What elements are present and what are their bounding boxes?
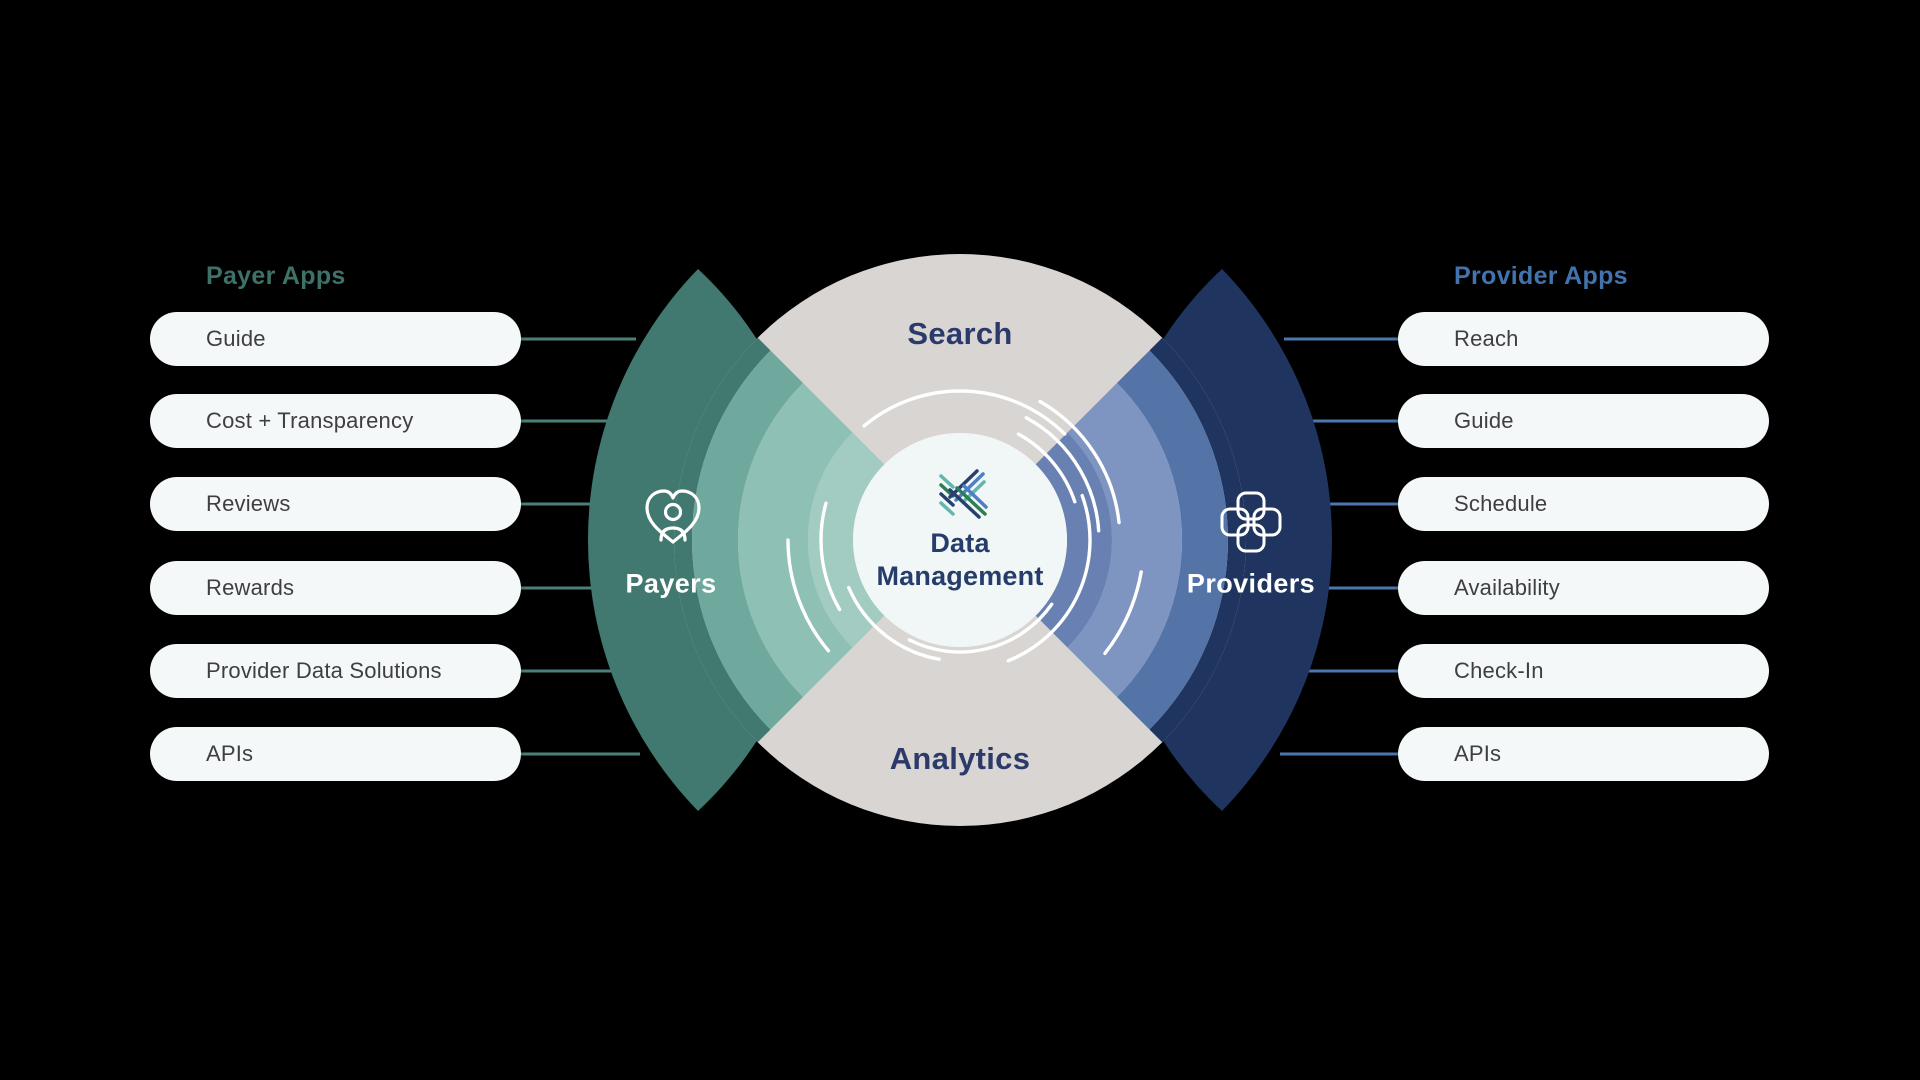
provider-app-pill-check-in[interactable]: Check-In <box>1398 644 1769 698</box>
payer-app-pill-guide[interactable]: Guide <box>150 312 521 366</box>
provider-quadrant-bands <box>1035 337 1246 743</box>
provider-app-pill-availability[interactable]: Availability <box>1398 561 1769 615</box>
data-management-line2: Management <box>876 561 1044 591</box>
data-management-hub-circle <box>853 433 1067 647</box>
ripple-arcs <box>774 354 1146 726</box>
provider-app-pill-schedule[interactable]: Schedule <box>1398 477 1769 531</box>
heart-person-icon <box>645 489 701 544</box>
provider-app-pill-reach[interactable]: Reach <box>1398 312 1769 366</box>
payer-apps-title: Payer Apps <box>206 262 346 290</box>
analytics-quadrant-label: Analytics <box>889 741 1031 776</box>
providers-wing-label: Providers <box>1186 568 1316 599</box>
provider-connector-lines <box>1280 337 1402 756</box>
provider-apps-title: Provider Apps <box>1454 262 1628 290</box>
payer-app-pill-rewards[interactable]: Rewards <box>150 561 521 615</box>
data-management-title: Data Management <box>876 527 1043 593</box>
payer-app-pill-reviews[interactable]: Reviews <box>150 477 521 531</box>
payer-app-pill-provider-data-solutions[interactable]: Provider Data Solutions <box>150 644 521 698</box>
search-quadrant-label: Search <box>907 316 1013 351</box>
provider-app-pill-apis[interactable]: APIs <box>1398 727 1769 781</box>
payer-app-pill-cost-transparency[interactable]: Cost + Transparency <box>150 394 521 448</box>
payer-connector-lines <box>518 337 640 756</box>
provider-app-pill-guide[interactable]: Guide <box>1398 394 1769 448</box>
medical-cross-icon <box>1220 491 1282 553</box>
payers-wing-label: Payers <box>625 568 717 599</box>
payer-quadrant-bands <box>674 337 885 743</box>
kyruus-k-logo <box>939 469 988 519</box>
data-management-line1: Data <box>930 528 990 558</box>
payer-app-pill-apis[interactable]: APIs <box>150 727 521 781</box>
